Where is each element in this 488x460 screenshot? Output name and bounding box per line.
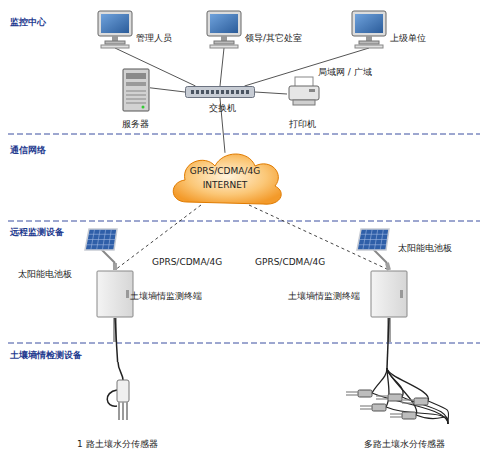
node-label: 1 路土壤水分传感器	[77, 438, 158, 450]
section-label: 远程监测设备	[10, 226, 64, 238]
node-label: 土壤墒情监测终端	[130, 290, 202, 302]
section-separator	[8, 221, 480, 222]
printer-node: 打印机	[287, 76, 321, 106]
panel-icon	[356, 228, 392, 264]
node-label: 交换机	[209, 102, 236, 114]
server-icon	[122, 68, 150, 112]
monitoring-terminal: 土壤墒情监测终端	[96, 270, 134, 318]
node-label: 太阳能电池板	[18, 268, 72, 280]
computer-node: 管理人员	[96, 10, 134, 48]
connector	[150, 88, 185, 92]
connector	[249, 205, 389, 270]
node-label: 领导/其它处室	[245, 32, 302, 44]
connector	[115, 318, 118, 362]
section-label: 土壤墒情检测设备	[10, 349, 82, 361]
connector	[387, 263, 389, 270]
solar-panel: 太阳能电池板	[84, 228, 118, 264]
computer-node: 领导/其它处室	[205, 10, 243, 48]
node-label: 打印机	[289, 118, 316, 130]
terminal-icon	[370, 270, 408, 318]
connector	[255, 92, 287, 94]
sensor1-icon	[105, 362, 141, 422]
node-label: 土壤墒情监测终端	[288, 290, 360, 302]
node-label: GPRS/CDMA/4G INTERNET	[185, 164, 265, 192]
solar-panel: 太阳能电池板	[356, 228, 392, 264]
cloud-icon	[165, 148, 285, 208]
section-separators	[8, 134, 480, 343]
connectors	[115, 48, 389, 368]
panel-icon	[84, 228, 118, 264]
terminal-icon	[96, 270, 134, 318]
mounting-poles	[113, 318, 391, 342]
node-label: 太阳能电池板	[398, 242, 452, 254]
node-label: 管理人员	[136, 32, 172, 44]
computer-node: 上级单位	[350, 10, 388, 48]
note-label: 局域网 / 广域	[318, 66, 372, 78]
computer-icon	[205, 10, 243, 48]
connector	[113, 263, 117, 270]
printer-icon	[287, 76, 321, 106]
edge-label: GPRS/CDMA/4G	[255, 256, 325, 268]
section-label: 监控中心	[10, 16, 46, 28]
sensorN-icon	[352, 368, 452, 430]
connector	[387, 318, 389, 368]
computer-icon	[96, 10, 134, 48]
node-label: 多路土壤水分传感器	[364, 438, 445, 450]
section-separator	[8, 134, 480, 135]
section-label: 通信网络	[10, 144, 46, 156]
node-label: 服务器	[122, 118, 149, 130]
switch-node: 交换机	[185, 86, 255, 98]
soil-sensor: 1 路土壤水分传感器	[105, 362, 141, 422]
computer-icon	[350, 10, 388, 48]
soil-sensor-group: 多路土壤水分传感器	[352, 368, 452, 430]
connector	[220, 48, 224, 86]
switch-icon	[185, 86, 255, 98]
monitoring-terminal: 土壤墒情监测终端	[370, 270, 408, 318]
edge-label: GPRS/CDMA/4G	[152, 256, 222, 268]
node-label: 上级单位	[390, 32, 426, 44]
network-cloud: GPRS/CDMA/4G INTERNET	[165, 148, 285, 208]
server-node: 服务器	[122, 68, 150, 112]
section-separator	[8, 343, 480, 344]
